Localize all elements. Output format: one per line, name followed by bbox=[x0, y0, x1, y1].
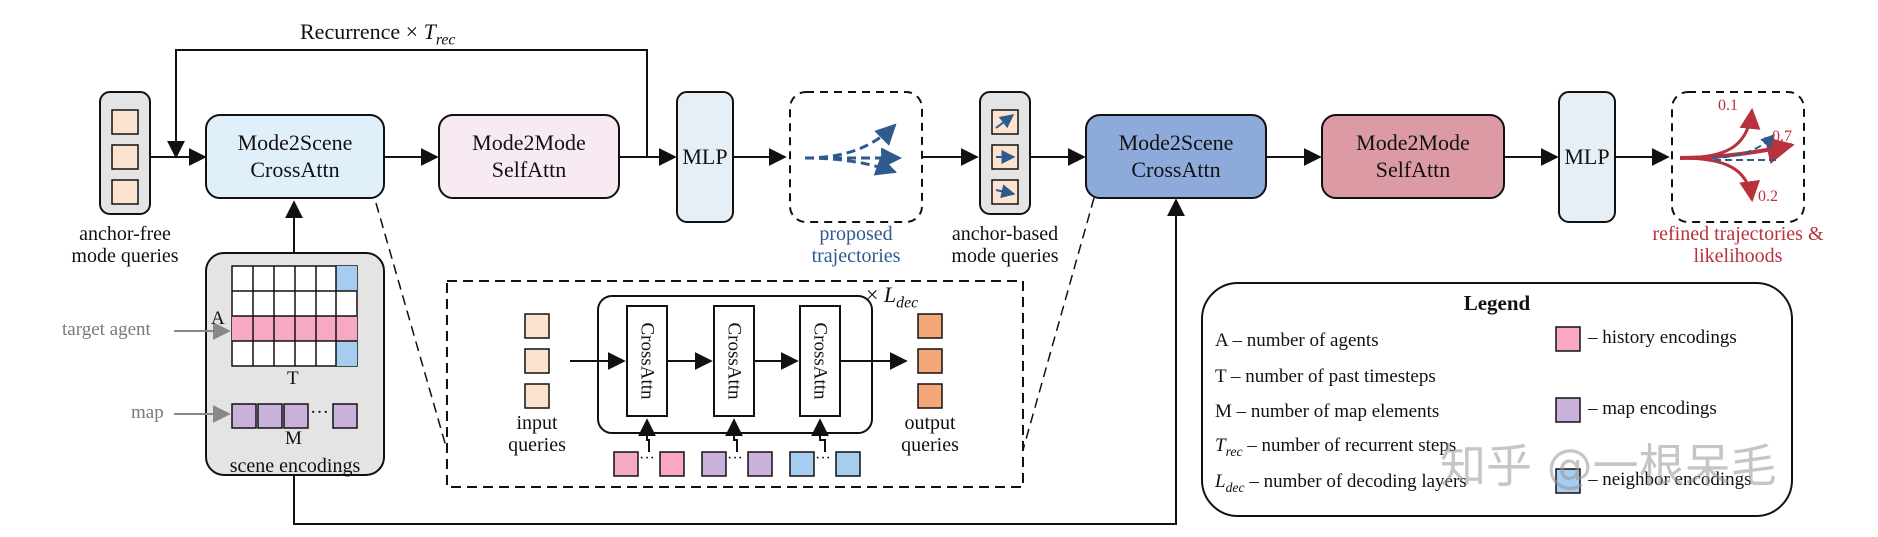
dim-M: M bbox=[285, 428, 302, 449]
map-encoding-row bbox=[231, 403, 358, 429]
mlp-1-title: MLP bbox=[682, 143, 728, 169]
scene-to-m2s2-route bbox=[293, 198, 1185, 525]
mode2mode-2-title: Mode2Mode SelfAttn bbox=[1356, 130, 1470, 182]
prob-0.2: 0.2 bbox=[1758, 188, 1778, 205]
scene-encodings-label: scene encodings bbox=[229, 455, 361, 477]
refined-label: refined trajectories &likelihoods bbox=[1652, 223, 1824, 267]
crossattn-layer-2 bbox=[713, 305, 755, 417]
map-dots: ··· bbox=[310, 402, 329, 423]
layer-count-label: × Ldec bbox=[866, 282, 919, 312]
legend-row-decoding: Ldec – number of decoding layers bbox=[1215, 471, 1467, 495]
map-dots: ··· bbox=[727, 450, 743, 467]
encoding-feed-arrows bbox=[638, 418, 829, 452]
query-token bbox=[111, 144, 139, 170]
legend-row-map-elements: M – number of map elements bbox=[1215, 401, 1440, 422]
neighbor-swatch bbox=[1555, 468, 1581, 494]
input-query-token bbox=[524, 348, 550, 374]
crossattn-label-1: CrossAttn bbox=[637, 322, 659, 400]
legend-row-timesteps: T – number of past timesteps bbox=[1215, 366, 1436, 387]
history-dots: ··· bbox=[639, 450, 655, 467]
mode2scene-2-title: Mode2Scene CrossAttn bbox=[1118, 130, 1234, 182]
history-swatch bbox=[1555, 326, 1581, 352]
decoder-detail-box bbox=[446, 280, 1024, 488]
prob-0.7: 0.7 bbox=[1772, 128, 1792, 145]
output-query-token bbox=[917, 348, 943, 374]
crossattn-label-2: CrossAttn bbox=[724, 322, 746, 400]
mode2scene-1-title: Mode2Scene CrossAttn bbox=[237, 130, 353, 182]
legend-neighbor-label: – neighbor encodings bbox=[1588, 469, 1752, 490]
map-label: map bbox=[131, 402, 164, 423]
anchor-arrows bbox=[995, 114, 1016, 199]
dim-A: A bbox=[211, 308, 225, 329]
neighbor-dots: ··· bbox=[815, 450, 831, 467]
zoom-line bbox=[1022, 197, 1095, 451]
zoom-line bbox=[375, 202, 448, 451]
recurrence-loop-arrow bbox=[167, 49, 648, 159]
crossattn-label-3: CrossAttn bbox=[810, 322, 832, 400]
map-swatch bbox=[1555, 397, 1581, 423]
legend-box bbox=[1201, 282, 1793, 517]
watermark: 知乎 @一根呆毛 bbox=[1440, 439, 1777, 493]
query-token bbox=[111, 179, 139, 205]
input-query-token bbox=[524, 313, 550, 339]
dim-T: T bbox=[287, 368, 299, 389]
output-query-token bbox=[917, 383, 943, 409]
input-query-token bbox=[524, 383, 550, 409]
prob-0.1: 0.1 bbox=[1718, 97, 1738, 114]
crossattn-layer-3 bbox=[799, 305, 841, 417]
mlp-2-title: MLP bbox=[1564, 143, 1610, 169]
recurrence-label: Recurrence × Trec bbox=[300, 19, 456, 49]
legend-row-agents: A – number of agents bbox=[1215, 330, 1379, 351]
refined-trajectories-box bbox=[1671, 91, 1805, 223]
legend-title: Legend bbox=[1463, 291, 1531, 315]
legend-map-label: – map encodings bbox=[1588, 398, 1717, 419]
decoder-encoding-row bbox=[613, 451, 861, 477]
query-token bbox=[111, 109, 139, 135]
proposed-trajectory-arrows bbox=[804, 123, 903, 176]
output-query-token bbox=[917, 313, 943, 339]
mode2mode-1-title: Mode2Mode SelfAttn bbox=[472, 130, 586, 182]
agent-time-grid bbox=[231, 265, 358, 367]
target-agent-label: target agent bbox=[62, 319, 151, 340]
legend-history-label: – history encodings bbox=[1588, 327, 1737, 348]
legend-row-recurrent: Trec – number of recurrent steps bbox=[1215, 435, 1457, 459]
proposed-hint-arrow bbox=[1711, 133, 1775, 159]
